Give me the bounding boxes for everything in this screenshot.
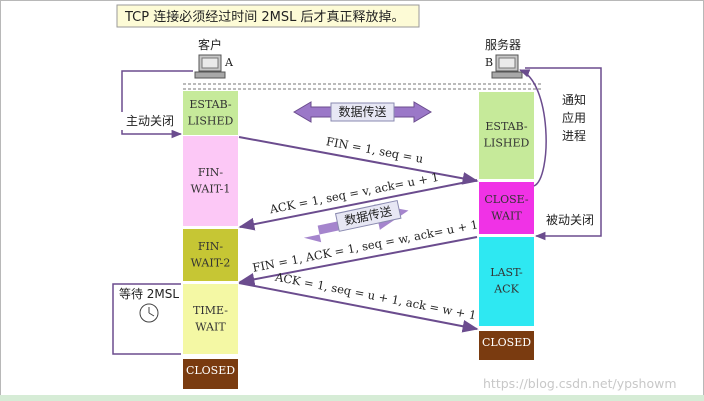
final-ack-message-arrow <box>238 282 479 333</box>
client-state-established-label: ESTAB-LISHED <box>188 98 234 128</box>
client-state-established: ESTAB-LISHED <box>183 91 238 135</box>
wait-2msl-bracket <box>112 283 181 355</box>
wait-2msl-label: 等待 2MSL <box>119 287 179 301</box>
server-state-last-ack: LAST-ACK <box>479 237 534 326</box>
server-state-closed: CLOSED <box>479 331 534 360</box>
client-computer-icon <box>194 54 226 79</box>
passive-close-label-bg <box>540 211 600 229</box>
client-state-fin-wait-1-label: FIN-WAIT-1 <box>191 166 231 196</box>
server-state-closed-label: CLOSED <box>482 336 531 349</box>
wait-2msl-label-bg <box>116 286 182 302</box>
title-text: TCP 连接必须经过时间 2MSL 后才真正释放掉。 <box>124 9 404 25</box>
fin-ack-message-arrow <box>238 236 478 286</box>
active-close-label-bg <box>117 112 181 130</box>
ack-message-arrow <box>238 179 478 231</box>
title-box <box>116 4 420 28</box>
client-state-closed: CLOSED <box>183 359 238 389</box>
server-state-established-label: ESTAB-LISHED <box>484 120 530 150</box>
client-state-fin-wait-2: FIN-WAIT-2 <box>183 229 238 281</box>
data-transfer-label-1: 数据传送 <box>338 104 386 119</box>
client-label: 客户 <box>198 37 222 52</box>
server-state-established: ESTAB-LISHED <box>479 92 534 179</box>
notify-app-label: 通知应用进程 <box>562 93 586 143</box>
passive-close-label: 被动关闭 <box>546 213 594 227</box>
fin-message-arrow <box>238 136 479 185</box>
server-state-close-wait: CLOSE-WAIT <box>479 182 534 234</box>
passive-close-connector <box>525 67 602 241</box>
server-computer-icon <box>491 54 523 79</box>
client-state-closed-label: CLOSED <box>186 364 235 377</box>
bottom-strip <box>0 395 704 401</box>
server-letter: B <box>485 56 493 69</box>
client-letter: A <box>224 56 234 69</box>
clock-icon <box>139 303 159 323</box>
client-state-time-wait-label: TIME-WAIT <box>193 304 228 334</box>
watermark: https://blog.csdn.net/ypshowm <box>483 376 677 391</box>
server-label: 服务器 <box>485 37 521 52</box>
client-state-time-wait: TIME-WAIT <box>183 284 238 354</box>
server-state-close-wait-label: CLOSE-WAIT <box>484 193 529 223</box>
server-state-last-ack-label: LAST-ACK <box>490 266 523 296</box>
data-transfer-arrow: 数据传送 <box>293 101 432 123</box>
active-close-label: 主动关闭 <box>126 114 174 128</box>
active-close-connector <box>121 70 193 139</box>
notify-app-arrow <box>519 69 547 187</box>
client-state-fin-wait-1: FIN-WAIT-1 <box>183 136 238 226</box>
client-state-fin-wait-2-label: FIN-WAIT-2 <box>191 240 231 269</box>
